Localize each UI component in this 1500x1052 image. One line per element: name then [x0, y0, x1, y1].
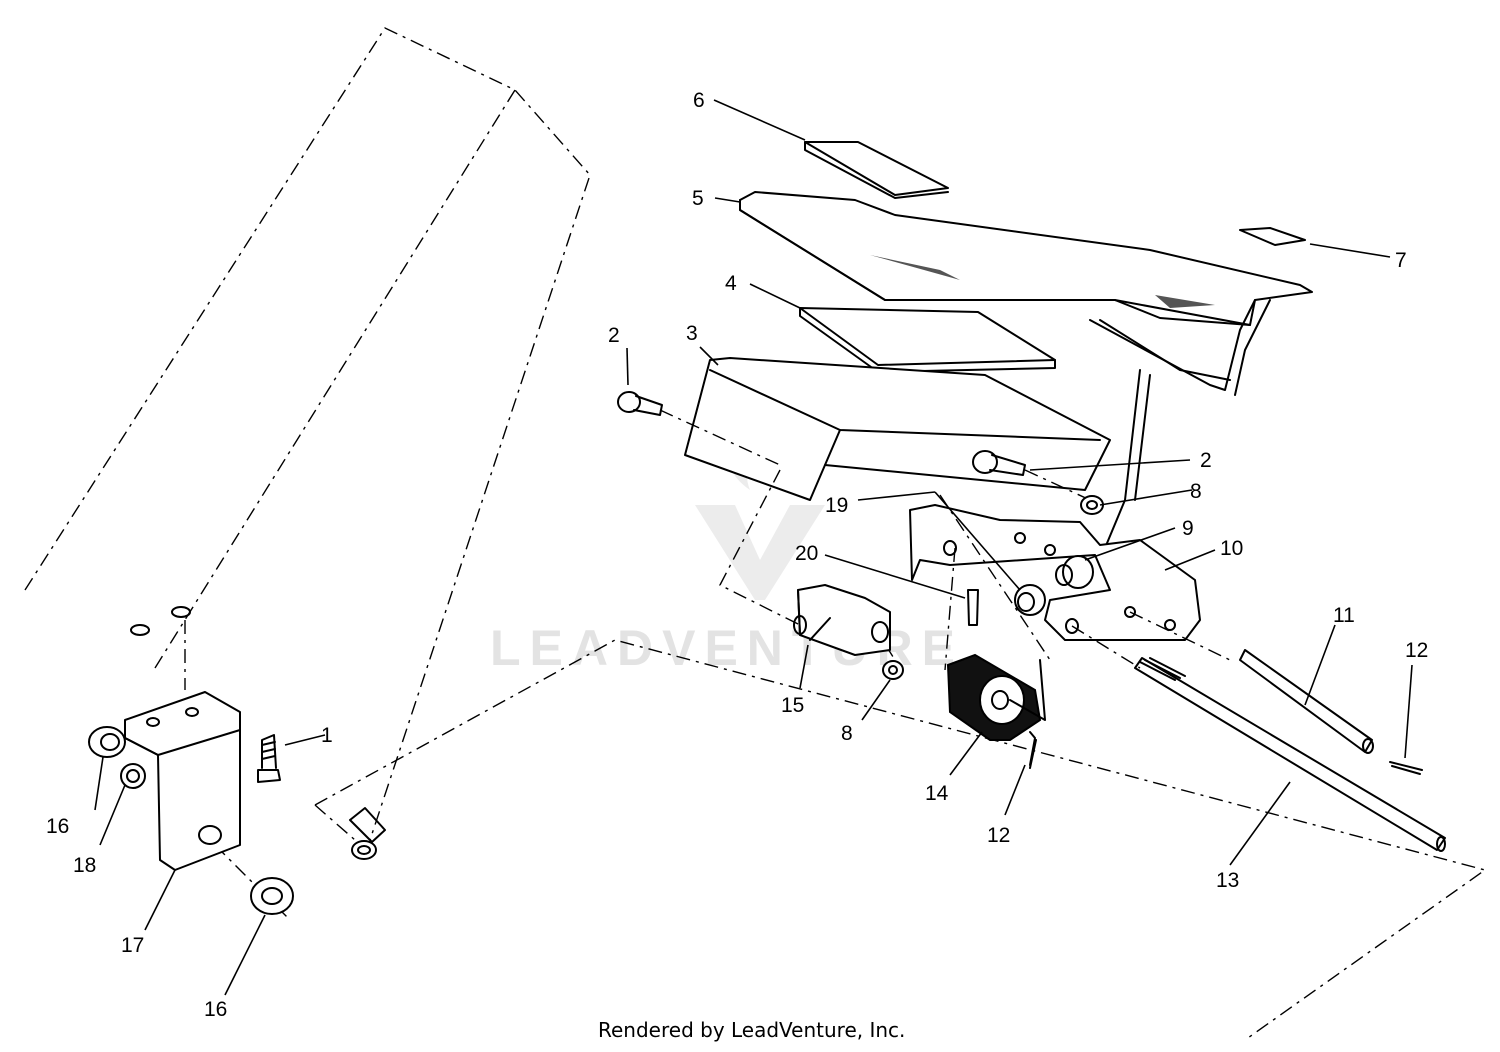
part-16-nut-upper [88, 726, 126, 758]
callout-2-right: 2 [1200, 449, 1212, 472]
callout-15: 15 [781, 694, 804, 717]
callout-3: 3 [686, 322, 698, 345]
part-2-bolt-left [617, 391, 781, 466]
part-12-cotter-pin-center [1029, 731, 1037, 769]
part-12-cotter-pin-right [1389, 761, 1423, 775]
part-19-spacer [1014, 584, 1046, 616]
callout-16-upper: 16 [46, 815, 69, 838]
callout-17: 17 [121, 934, 144, 957]
callout-8-right: 8 [1190, 480, 1202, 503]
callout-14: 14 [925, 782, 949, 805]
part-13-rod [1134, 657, 1446, 852]
callout-12-right: 12 [1405, 639, 1428, 662]
part-15-clevis [719, 469, 891, 656]
washer-pair [130, 606, 191, 636]
part-4-pad [799, 307, 1056, 373]
part-9-spacer [1055, 555, 1094, 589]
part-5-pedal [739, 191, 1313, 396]
part-8-nut-right [1080, 495, 1104, 515]
callout-18: 18 [73, 854, 96, 877]
part-10-bracket [909, 504, 1201, 641]
callout-13: 13 [1216, 869, 1239, 892]
callout-8-left: 8 [841, 722, 853, 745]
callout-7: 7 [1395, 249, 1407, 272]
part-17-bracket [124, 691, 241, 871]
callout-labels: 1 2 2 3 4 5 6 7 8 8 9 10 11 12 12 13 14 … [46, 89, 1428, 1021]
callout-2-left: 2 [608, 324, 620, 347]
dashed-frame-outlines [24, 27, 1487, 1041]
callout-1: 1 [321, 724, 333, 747]
credit-text: Rendered by LeadVenture, Inc. [598, 1018, 905, 1042]
part-8-nut-left [882, 660, 904, 680]
callout-6: 6 [693, 89, 705, 112]
part-18-washer [120, 763, 146, 789]
callout-leaders [94, 99, 1413, 996]
part-1-bolt [257, 734, 281, 783]
assembly-dashed-lines [939, 494, 1231, 671]
part-2-bolt-right [972, 450, 1091, 501]
callout-12-center: 12 [987, 824, 1010, 847]
callout-5: 5 [692, 187, 704, 210]
part-14-roller [946, 653, 1046, 741]
part-6-pad [804, 141, 949, 199]
part-7-pad [1239, 227, 1306, 246]
callout-10: 10 [1220, 537, 1243, 560]
callout-11: 11 [1333, 604, 1355, 627]
callout-20: 20 [795, 542, 818, 565]
part-3-housing [684, 357, 1151, 561]
callout-4: 4 [725, 272, 737, 295]
callout-16-lower: 16 [204, 998, 227, 1021]
part-20-pin [967, 589, 979, 626]
callout-19: 19 [825, 494, 848, 517]
frame-pivot [349, 807, 386, 860]
callout-9: 9 [1182, 517, 1194, 540]
part-16-nut-lower [250, 877, 294, 915]
